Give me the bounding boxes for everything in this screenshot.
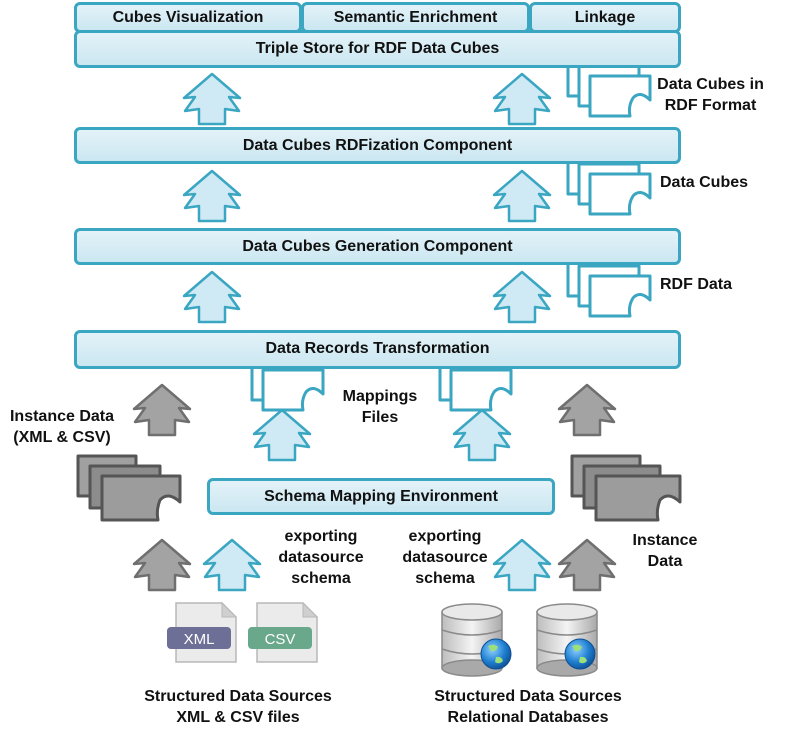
instance-docs-right-icon — [570, 454, 682, 522]
globe-icon — [564, 638, 596, 670]
up-arrow-icon — [182, 72, 242, 126]
instance-data-right-label: Instance Data — [632, 532, 698, 570]
up-arrow-icon — [182, 270, 242, 324]
instance-docs-left-icon — [76, 454, 182, 522]
rdf-data-label: RDF Data — [660, 276, 733, 293]
xml-file-icon: XML — [167, 601, 238, 663]
service-semantic-enrichment: Semantic Enrichment — [301, 2, 530, 33]
database-icon — [536, 603, 598, 677]
instance-arrow-icon — [557, 383, 617, 437]
up-arrow-icon — [182, 169, 242, 223]
sources-databases-caption: Structured Data Sources Relational Datab… — [434, 688, 622, 726]
service-cubes-visualization: Cubes Visualization — [74, 2, 302, 33]
rdf-data-docs-icon — [566, 254, 652, 318]
mappings-files-label: Mappings Files — [342, 388, 418, 426]
service-linkage: Linkage — [529, 2, 681, 33]
transformation-layer: Data Records Transformation — [74, 330, 681, 369]
generation-layer: Data Cubes Generation Component — [74, 228, 681, 265]
instance-arrow-icon — [132, 383, 192, 437]
instance-arrow-icon — [557, 538, 617, 592]
xml-label: XML — [184, 631, 215, 648]
cubes-label: Data Cubes — [660, 174, 749, 191]
instance-data-left-label: Instance Data (XML & CSV) — [9, 408, 115, 446]
globe-icon — [480, 638, 512, 670]
database-icon — [441, 603, 512, 677]
up-arrow-icon — [252, 408, 312, 462]
up-arrow-icon — [492, 538, 552, 592]
csv-file-icon: CSV — [248, 601, 319, 663]
instance-arrow-icon — [132, 538, 192, 592]
up-arrow-icon — [492, 270, 552, 324]
triple-store-layer: Triple Store for RDF Data Cubes — [74, 30, 681, 68]
schema-mapping-layer: Schema Mapping Environment — [207, 478, 555, 515]
up-arrow-icon — [452, 408, 512, 462]
sources-files-caption: Structured Data Sources XML & CSV files — [144, 688, 332, 726]
up-arrow-icon — [492, 72, 552, 126]
up-arrow-icon — [492, 169, 552, 223]
export-schema-right-label: exporting datasource schema — [402, 528, 488, 587]
csv-label: CSV — [265, 631, 296, 648]
rdfization-layer: Data Cubes RDFization Component — [74, 127, 681, 164]
up-arrow-icon — [202, 538, 262, 592]
export-schema-left-label: exporting datasource schema — [278, 528, 364, 587]
rdf-cubes-label: Data Cubes in RDF Format — [657, 76, 764, 114]
